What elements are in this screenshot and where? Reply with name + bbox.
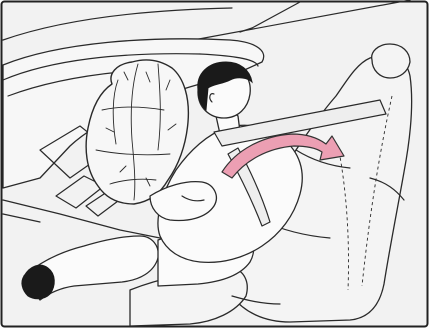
airbag-deployment-illustration bbox=[0, 0, 429, 328]
